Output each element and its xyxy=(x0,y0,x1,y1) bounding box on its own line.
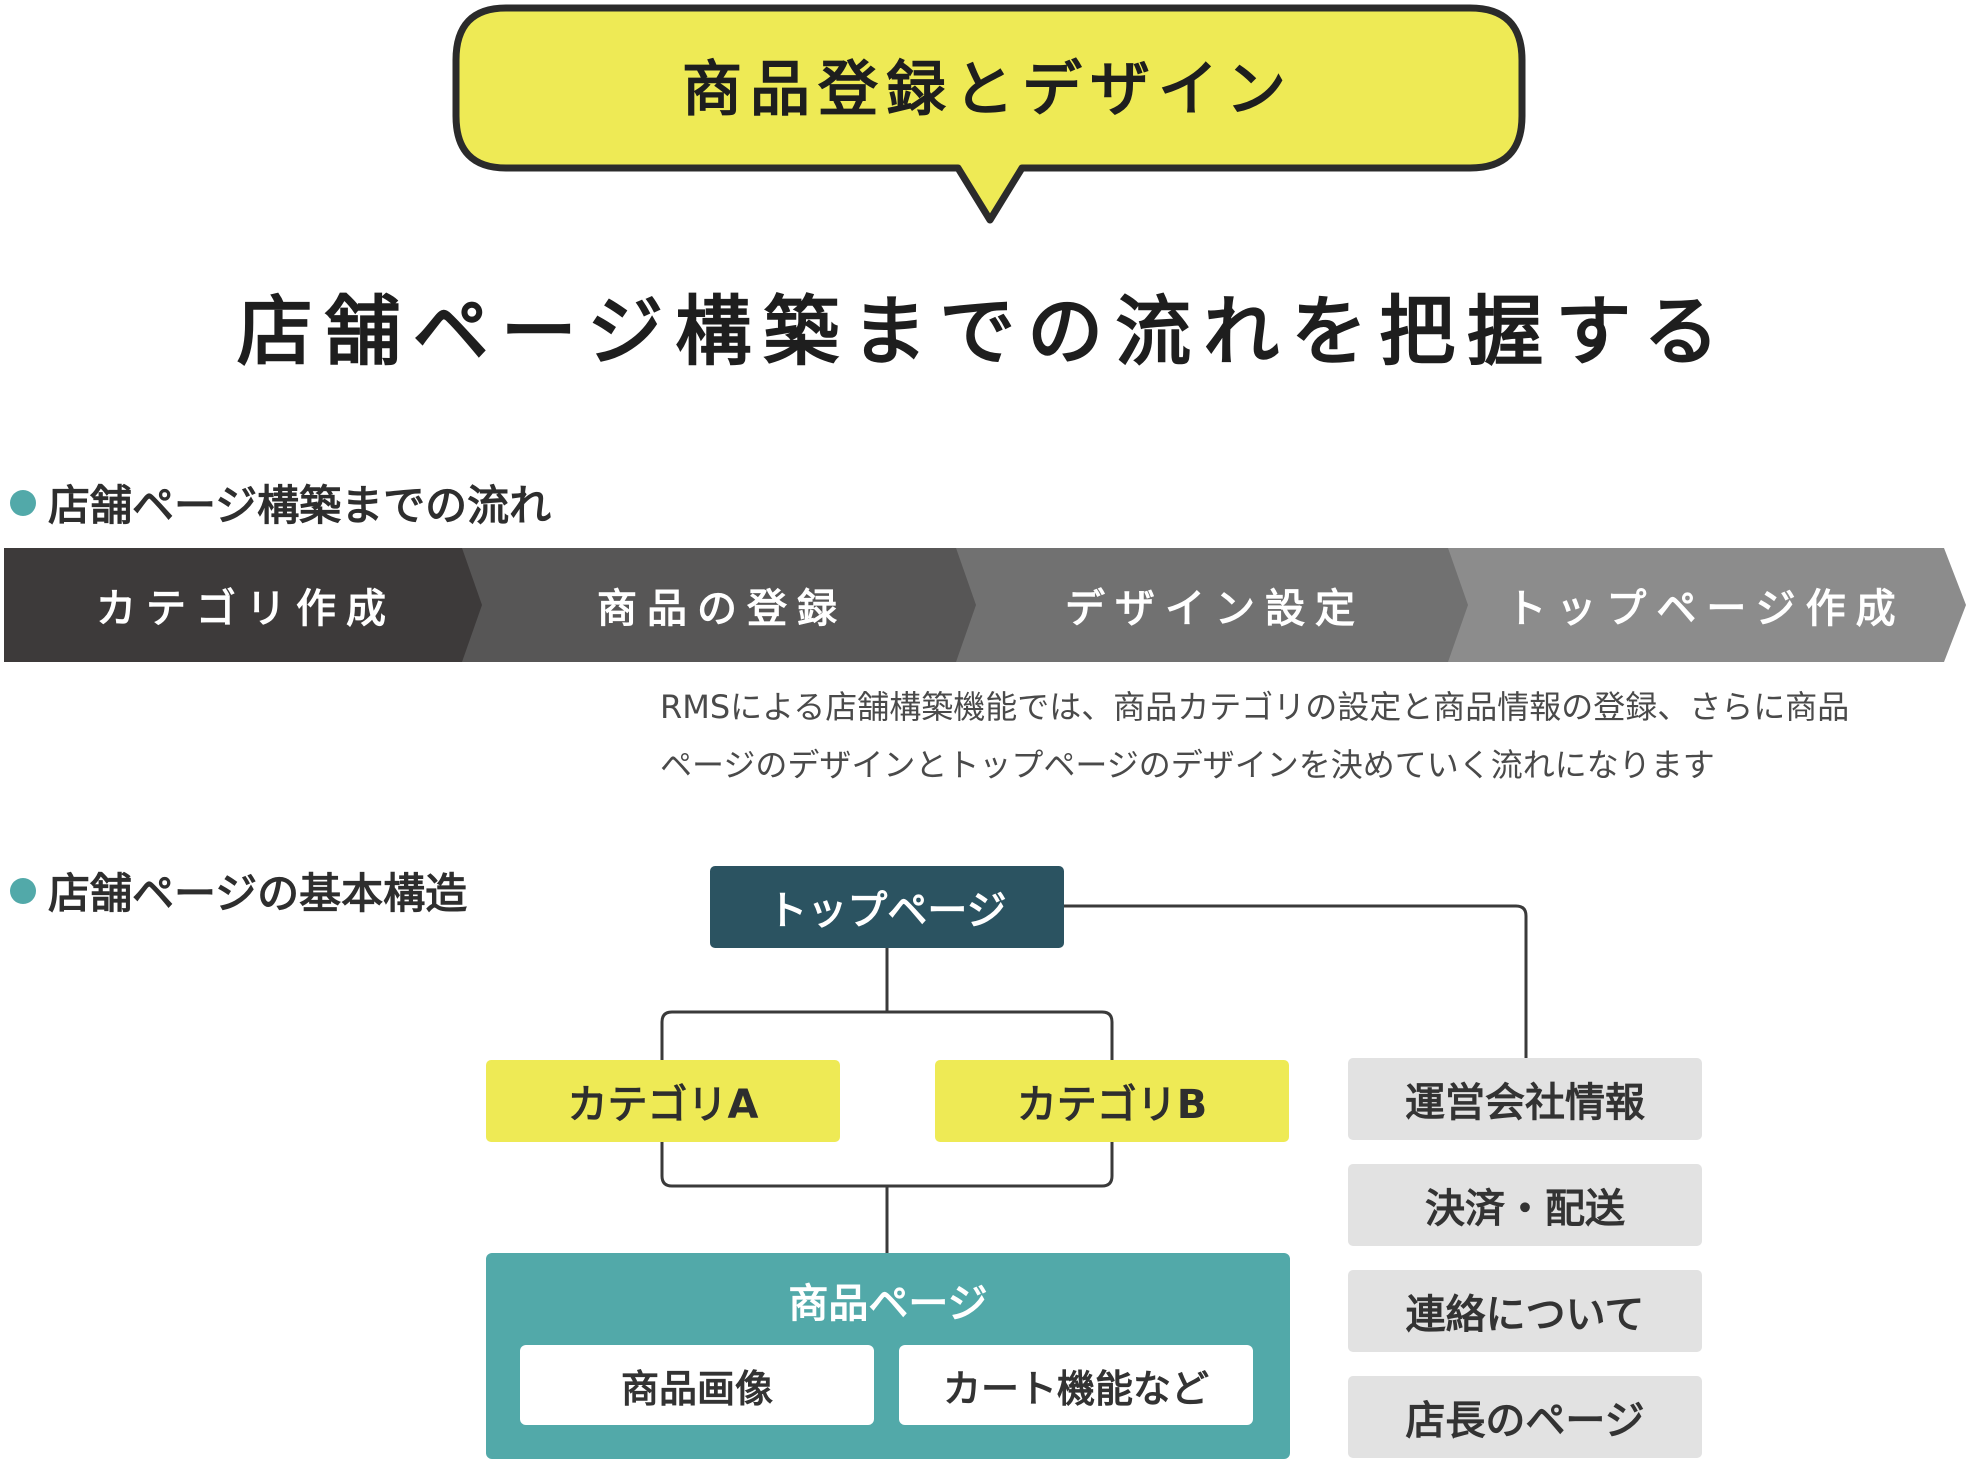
flow-description: RMSによる店舗構築機能では、商品カテゴリの設定と商品情報の登録、さらに商品 ペ… xyxy=(660,678,1960,794)
product-page-box: 商品ページ 商品画像 カート機能など xyxy=(486,1253,1290,1459)
page-title: 店舗ページ構築までの流れを把握する xyxy=(236,287,1732,376)
connector-category-bracket-top xyxy=(660,1010,1114,1060)
cart-function-box: カート機能など xyxy=(899,1345,1253,1425)
connector-top-to-side xyxy=(1064,904,1528,1060)
flow-steps xyxy=(4,548,1966,662)
flow-step-label-2: 商品の登録 xyxy=(597,586,847,632)
flow-section-heading-text: 店舗ページ構築までの流れ xyxy=(48,481,552,530)
flow-step-label-1: カテゴリ作成 xyxy=(96,586,396,632)
flow-step-shape-2 xyxy=(462,548,982,662)
bubble-title: 商品登録とデザイン xyxy=(682,54,1294,125)
flow-step-shape-4 xyxy=(1448,548,1966,662)
speech-bubble xyxy=(452,4,1526,224)
category-a-box: カテゴリA xyxy=(486,1060,840,1142)
description-line-1: RMSによる店舗構築機能では、商品カテゴリの設定と商品情報の登録、さらに商品 xyxy=(660,688,1850,726)
structure-section-heading: 店舗ページの基本構造 xyxy=(10,860,467,921)
product-page-title: 商品ページ xyxy=(788,1281,988,1327)
product-image-box: 商品画像 xyxy=(520,1345,874,1425)
top-page-box: トップページ xyxy=(710,866,1064,948)
bullet-dot-icon xyxy=(10,877,36,904)
side-page-manager: 店長のページ xyxy=(1348,1376,1702,1458)
flow-step-label-4: トップページ作成 xyxy=(1506,586,1906,632)
description-line-2: ページのデザインとトップページのデザインを決めていく流れになります xyxy=(660,746,1715,784)
side-page-contact: 連絡について xyxy=(1348,1270,1702,1352)
flow-step-shape-3 xyxy=(956,548,1474,662)
flow-step-shape-1 xyxy=(4,548,488,662)
side-page-payment-shipping: 決済・配送 xyxy=(1348,1164,1702,1246)
bullet-dot-icon xyxy=(10,489,36,516)
structure-section-heading-text: 店舗ページの基本構造 xyxy=(48,869,468,918)
side-page-company-info: 運営会社情報 xyxy=(1348,1058,1702,1140)
flow-step-label-3: デザイン設定 xyxy=(1065,586,1365,632)
connector-category-bracket-bottom xyxy=(660,1142,1114,1188)
category-b-box: カテゴリB xyxy=(935,1060,1289,1142)
flow-section-heading: 店舗ページ構築までの流れ xyxy=(10,472,551,533)
